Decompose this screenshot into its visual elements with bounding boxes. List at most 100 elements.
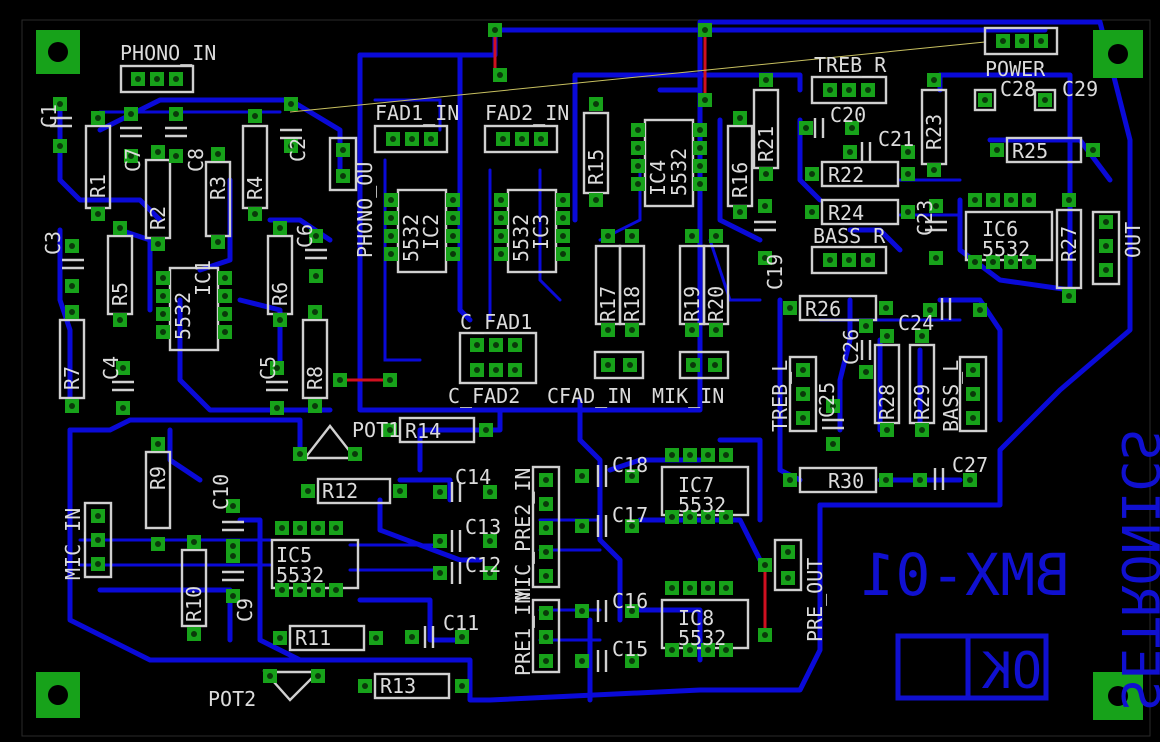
label-r22: R22 [828, 163, 864, 187]
bottom-text-setronics: SETRONICS [1109, 429, 1160, 711]
label-c24: C24 [898, 311, 934, 335]
pad-hole [543, 573, 549, 579]
pad-hole [222, 275, 228, 281]
pad-hole [498, 215, 504, 221]
airwire [289, 41, 986, 113]
pad-hole [459, 683, 465, 689]
pad-hole [459, 634, 465, 640]
pad-hole [312, 403, 318, 409]
label-r18: R18 [620, 286, 644, 322]
pad-hole [388, 197, 394, 203]
pad-hole [95, 537, 101, 543]
label-r6: R6 [268, 282, 292, 306]
pad-hole [579, 608, 585, 614]
pad-hole [919, 333, 925, 339]
pad-hole [560, 215, 566, 221]
pad-hole [312, 309, 318, 315]
pad-hole [697, 181, 703, 187]
pad-hole [493, 342, 499, 348]
pad-hole [593, 197, 599, 203]
pad-hole [803, 125, 809, 131]
pad-hole [498, 251, 504, 257]
pad-hole [884, 427, 890, 433]
pad-hole [155, 241, 161, 247]
pad-hole [154, 76, 160, 82]
pad-hole [931, 77, 937, 83]
label-ic7-part: 5532 [678, 493, 726, 517]
pad-hole [230, 543, 236, 549]
pad-hole [538, 136, 544, 142]
pad-hole [277, 317, 283, 323]
pad-hole [1038, 38, 1044, 44]
pad-hole [972, 197, 978, 203]
bottom-text-ok: OK [982, 642, 1042, 700]
label-cfad-in: CFAD_IN [547, 384, 631, 408]
pad-hole [155, 149, 161, 155]
pad-hole [917, 477, 923, 483]
label-ic1-part: 5532 [171, 292, 195, 340]
pad-hole [785, 549, 791, 555]
label-r14: R14 [405, 419, 441, 443]
pad-hole [982, 97, 988, 103]
pad-hole [274, 365, 280, 371]
label-c15: C15 [612, 637, 648, 661]
pad-hole [560, 233, 566, 239]
label-c11: C11 [443, 611, 479, 635]
pad-hole [1103, 219, 1109, 225]
pad-hole [215, 151, 221, 157]
pad-hole [437, 538, 443, 544]
pad-hole [362, 683, 368, 689]
label-c12: C12 [465, 553, 501, 577]
pad-hole [689, 233, 695, 239]
label-pot1: POT1 [352, 418, 400, 442]
label-r10: R10 [182, 586, 206, 622]
pad-hole [1103, 267, 1109, 273]
pad-hole [863, 323, 869, 329]
pad-hole [800, 391, 806, 397]
label-c14: C14 [455, 465, 491, 489]
pad-hole [305, 488, 311, 494]
label-ic3: IC3 [529, 214, 553, 250]
label-r20: R20 [704, 286, 728, 322]
label-ic1: IC1 [191, 260, 215, 296]
pad-hole [990, 259, 996, 265]
pad-hole [543, 634, 549, 640]
pad-hole [846, 87, 852, 93]
pad-hole [846, 257, 852, 263]
pad-hole [579, 523, 585, 529]
label-c8: C8 [184, 148, 208, 172]
pad-hole [863, 369, 869, 375]
pad-hole [160, 275, 166, 281]
pad-hole [543, 525, 549, 531]
pad-hole [450, 197, 456, 203]
pad-hole [809, 209, 815, 215]
silkscreen-labels: PHONO_IN FAD1_IN FAD2_IN TREB_R POWER BA… [37, 41, 1145, 711]
pad-hole [737, 115, 743, 121]
pad-hole [222, 293, 228, 299]
pad-hole [1008, 197, 1014, 203]
pad-hole [919, 427, 925, 433]
pad-hole [120, 405, 126, 411]
label-r2: R2 [146, 206, 170, 230]
pad-hole [560, 197, 566, 203]
pad-hole [397, 488, 403, 494]
pad-hole [762, 562, 768, 568]
label-r19: R19 [680, 286, 704, 322]
pad-hole [905, 171, 911, 177]
pad-hole [702, 27, 708, 33]
label-ic4: IC4 [646, 160, 670, 196]
label-c-fad1: C_FAD1 [460, 310, 532, 334]
pad-hole [543, 658, 549, 664]
pad-hole [437, 570, 443, 576]
label-c3: C3 [41, 231, 65, 255]
pad-hole [762, 203, 768, 209]
pad-hole [373, 635, 379, 641]
label-out: OUT [1121, 222, 1145, 258]
pad-hole [970, 415, 976, 421]
label-r28: R28 [875, 384, 899, 420]
pad-hole [252, 211, 258, 217]
label-c13: C13 [465, 515, 501, 539]
pad-hole [883, 477, 889, 483]
pad-hole [737, 209, 743, 215]
label-c27: C27 [952, 453, 988, 477]
